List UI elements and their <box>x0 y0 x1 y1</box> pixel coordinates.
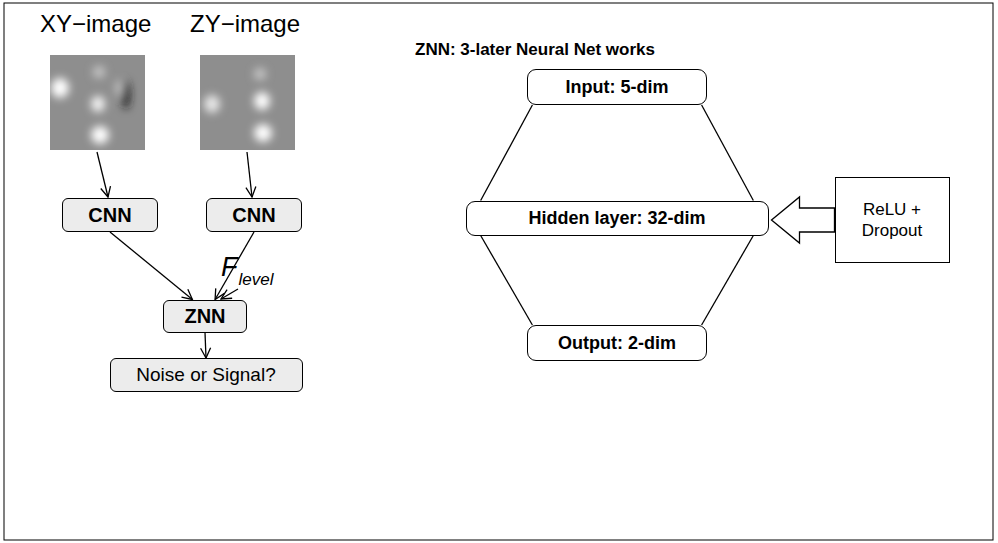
connector <box>215 232 254 300</box>
connector <box>702 236 754 326</box>
note-box: ReLU + Dropout <box>835 177 950 263</box>
xy-image <box>50 55 145 150</box>
block-arrow <box>772 197 835 243</box>
box-text: CNN <box>88 203 131 228</box>
connector <box>702 105 754 201</box>
layer-box: Output: 2-dim <box>527 325 707 361</box>
box-text: Input: 5-dim <box>566 76 669 99</box>
process-box: ZNN <box>163 300 247 333</box>
image-arrow <box>97 152 108 197</box>
connector <box>481 105 533 201</box>
image-arrow <box>247 152 252 197</box>
zy-image <box>200 55 295 150</box>
figure-frame <box>4 3 993 540</box>
layer-box: Hidden layer: 32-dim <box>466 201 769 236</box>
connector <box>481 236 533 326</box>
box-text: ReLU + Dropout <box>844 199 941 242</box>
layer-box: Input: 5-dim <box>527 69 707 105</box>
process-box: CNN <box>62 198 158 232</box>
connector <box>205 333 206 359</box>
image-label: ZY−image <box>190 10 300 38</box>
box-text: CNN <box>232 203 275 228</box>
process-box: CNN <box>206 198 302 232</box>
variable-symbol: F <box>221 252 238 283</box>
result-box: Noise or Signal? <box>110 358 303 392</box>
box-text: Output: 2-dim <box>558 332 676 355</box>
box-text: Noise or Signal? <box>136 363 275 387</box>
box-text: Hidden layer: 32-dim <box>528 207 705 230</box>
input-arrow <box>221 289 238 299</box>
variable-subscript: level <box>239 270 274 290</box>
image-label: XY−image <box>40 10 151 38</box>
connector <box>110 232 192 300</box>
panel-title: ZNN: 3-later Neural Net works <box>415 40 655 60</box>
box-text: ZNN <box>184 304 225 329</box>
